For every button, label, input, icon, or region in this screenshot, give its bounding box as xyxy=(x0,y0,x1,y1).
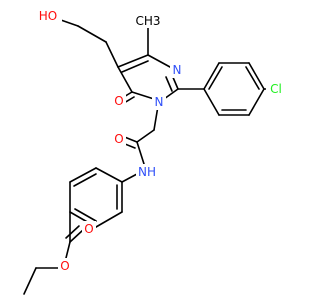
bond-aryl-1d xyxy=(208,66,223,90)
bond-ester-co-double xyxy=(65,225,80,239)
label-bg-keto-o xyxy=(112,93,126,109)
bond-ester-co xyxy=(69,229,84,243)
label-bg-amide-nh xyxy=(136,164,158,180)
hydroxyl-label: HO xyxy=(39,9,57,23)
bond-aryl-1 xyxy=(203,62,220,90)
bond-ch2-co xyxy=(136,129,155,143)
bond-ester-o xyxy=(65,241,71,259)
bond-c2-n1 xyxy=(163,88,179,100)
bond-co-nh xyxy=(136,141,145,165)
bond-c-c-chain xyxy=(77,25,107,43)
bond-aryl-6 xyxy=(203,88,220,116)
bond-aryl-3d xyxy=(245,66,260,90)
label-bg-methyl xyxy=(136,14,160,28)
label-bg-chloro xyxy=(266,81,286,97)
molecule-canvas: HO CH3 N N O Cl O NH O O xyxy=(0,0,300,300)
amide-nh-label: NH xyxy=(138,165,156,179)
bond-ch2-ch3 xyxy=(23,267,37,295)
bond-c-c5 xyxy=(105,41,119,68)
bond-ring-b xyxy=(69,167,97,183)
label-bg-n-left xyxy=(152,94,166,110)
structure-drawing: HO CH3 N N O Cl O NH O O xyxy=(0,0,300,300)
label-bg-hydroxyl xyxy=(36,8,62,24)
amide-oxygen: O xyxy=(114,132,123,146)
keto-oxygen: O xyxy=(114,94,123,108)
bond-c6-c5 xyxy=(117,66,133,93)
ring-nitrogen-left: N xyxy=(155,95,164,109)
ring-nitrogen-top: N xyxy=(173,63,182,77)
bond-n3-c2-double xyxy=(165,76,173,92)
bond-c5-c4 xyxy=(117,54,149,68)
bond-ring-bd xyxy=(73,173,97,187)
ester-carbonyl-oxygen: O xyxy=(84,222,93,236)
bond-ring-dd xyxy=(74,208,97,222)
label-bg-amide-o xyxy=(112,131,126,147)
methyl-label: CH3 xyxy=(135,14,160,28)
bond-c4-n3 xyxy=(147,54,171,68)
label-bg-ester-carbonyl xyxy=(82,221,96,237)
label-bg-ester-o xyxy=(58,258,72,274)
bond-n1-c6 xyxy=(131,91,155,100)
label-bg-n-top xyxy=(170,62,184,78)
ester-oxygen: O xyxy=(60,259,69,273)
bond-aryl-4 xyxy=(248,88,265,116)
canvas-background xyxy=(0,0,300,300)
atom-labels: HO CH3 N N O Cl O NH O O xyxy=(36,8,286,274)
bond-ring-e xyxy=(95,211,123,228)
bond-c5-c4-double xyxy=(121,60,149,73)
chloro-label: Cl xyxy=(270,82,282,96)
bond-aryl-3 xyxy=(248,62,265,90)
bond-nh-ring xyxy=(121,173,138,183)
bond-ring-a xyxy=(95,167,123,183)
